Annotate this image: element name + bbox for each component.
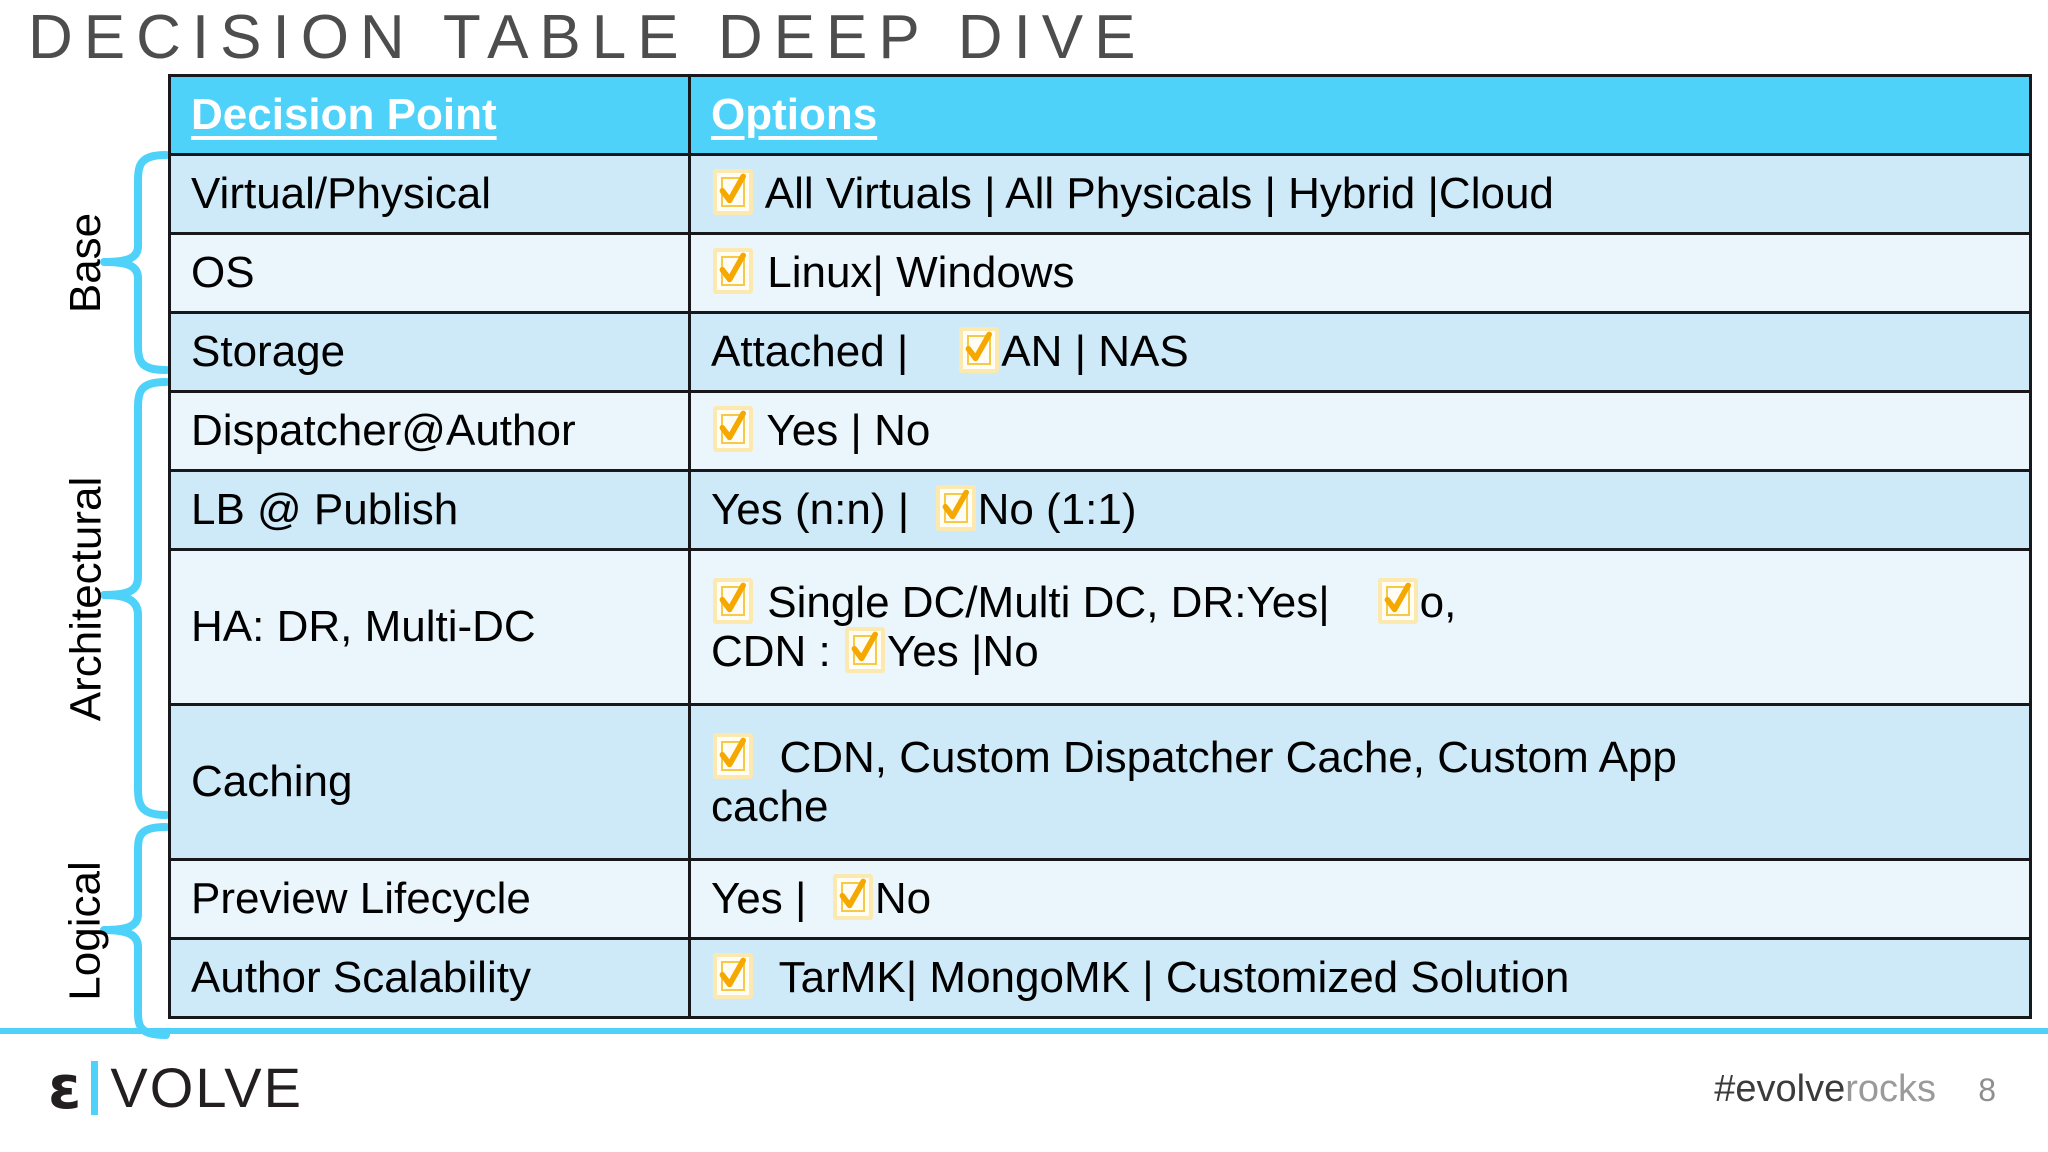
cell-decision-point: Dispatcher@Author <box>168 390 691 472</box>
options-text-prefix: Attached | <box>711 327 958 377</box>
hashtag-secondary: rocks <box>1845 1068 1936 1110</box>
logo-divider-bar <box>91 1061 99 1115</box>
cell-options: TarMK| MongoMK | Customized Solution <box>688 937 2032 1019</box>
checkbox-checked-icon[interactable] <box>713 577 753 624</box>
table-row: Preview Lifecycle Yes | No <box>168 858 2032 940</box>
options-text: AN | NAS <box>1001 327 1189 377</box>
options-text: Yes | No <box>755 406 931 456</box>
options-text-prefix: Yes (n:n) | <box>711 485 934 535</box>
cell-decision-point: OS <box>168 232 691 314</box>
options-line2-prefix: CDN : <box>711 627 843 676</box>
cell-options: Attached | AN | NAS <box>688 311 2032 393</box>
options-line2-text: cache <box>711 782 829 831</box>
column-header-decision-point-label: Decision Point <box>191 90 497 140</box>
cell-options: Linux| Windows <box>688 232 2032 314</box>
checkbox-checked-icon[interactable] <box>845 627 885 673</box>
options-text: No <box>874 874 932 924</box>
column-header-decision-point: Decision Point <box>168 74 691 156</box>
table-row: Author Scalability TarMK| MongoMK | Cust… <box>168 937 2032 1019</box>
decision-table-wrapper: Decision Point Options Virtual/Physical … <box>168 74 2032 1019</box>
options-text: TarMK| MongoMK | Customized Solution <box>755 953 1570 1003</box>
cell-decision-point: Storage <box>168 311 691 393</box>
options-line2-text: Yes |No <box>887 627 1039 676</box>
checkbox-checked-icon[interactable] <box>1377 577 1418 624</box>
options-text: Linux| Windows <box>755 248 1075 298</box>
options-text: All Virtuals | All Physicals | Hybrid |C… <box>755 169 1554 219</box>
logo-wordmark: VOLVE <box>110 1056 304 1119</box>
curly-brace-icon <box>98 150 170 375</box>
options-text-tail: o, <box>1419 577 1457 627</box>
options-text-prefix: Yes | <box>711 874 831 924</box>
cell-options: All Virtuals | All Physicals | Hybrid |C… <box>688 153 2032 235</box>
hashtag-primary: #evolve <box>1714 1068 1846 1110</box>
table-row: HA: DR, Multi-DC Single DC/Multi DC, DR:… <box>168 548 2032 706</box>
page-title: DECISION TABLE DEEP DIVE <box>28 3 1147 72</box>
cell-decision-point: Caching <box>168 703 691 861</box>
checkbox-checked-icon[interactable] <box>713 953 753 1000</box>
options-text: No (1:1) <box>977 485 1137 535</box>
evolve-logo: ɛ VOLVE <box>48 1058 303 1118</box>
table-row: OS Linux| Windows <box>168 232 2032 314</box>
checkbox-checked-icon[interactable] <box>713 248 753 295</box>
checkbox-checked-icon[interactable] <box>713 169 753 216</box>
cell-decision-point: Author Scalability <box>168 937 691 1019</box>
curly-brace-icon <box>98 822 170 1040</box>
cell-options: Yes (n:n) | No (1:1) <box>688 469 2032 551</box>
category-group-architectural: Architectural <box>0 377 172 820</box>
cell-options: Single DC/Multi DC, DR:Yes| o, CDN : Yes |… <box>688 548 2032 706</box>
options-text: Single DC/Multi DC, DR:Yes| <box>755 577 1330 627</box>
checkbox-checked-icon[interactable] <box>832 874 873 921</box>
logo-epsilon-icon: ɛ <box>48 1053 82 1123</box>
cell-options: Yes | No <box>688 858 2032 940</box>
checkbox-checked-icon[interactable] <box>713 406 753 453</box>
checkbox-checked-icon[interactable] <box>713 732 753 779</box>
table-header-row: Decision Point Options <box>168 74 2032 156</box>
checkbox-checked-icon[interactable] <box>959 327 1000 374</box>
cell-decision-point: LB @ Publish <box>168 469 691 551</box>
table-row: Dispatcher@Author Yes | No <box>168 390 2032 472</box>
slide-number: 8 <box>1978 1072 1996 1108</box>
table-row: Virtual/Physical All Virtuals | All Phys… <box>168 153 2032 235</box>
event-hashtag: #evolverocks <box>1714 1068 1936 1111</box>
cell-decision-point: HA: DR, Multi-DC <box>168 548 691 706</box>
table-row: Storage Attached | AN | NAS <box>168 311 2032 393</box>
table-row: LB @ Publish Yes (n:n) | No (1:1) <box>168 469 2032 551</box>
cell-decision-point: Preview Lifecycle <box>168 858 691 940</box>
decision-table: Decision Point Options Virtual/Physical … <box>168 74 2032 1019</box>
curly-brace-icon <box>98 377 170 820</box>
cell-decision-point: Virtual/Physical <box>168 153 691 235</box>
category-gutter: Base Architectural Logical <box>0 150 172 1040</box>
column-header-options: Options <box>688 74 2032 156</box>
options-text: CDN, Custom Dispatcher Cache, Custom App <box>755 732 1677 782</box>
category-group-base: Base <box>0 150 172 375</box>
column-header-options-label: Options <box>711 90 878 140</box>
category-group-logical: Logical <box>0 822 172 1040</box>
cell-options: Yes | No <box>688 390 2032 472</box>
cell-options: CDN, Custom Dispatcher Cache, Custom App… <box>688 703 2032 861</box>
table-row: Caching CDN, Custom Dispatcher Cache, Cu… <box>168 703 2032 861</box>
footer-divider <box>0 1028 2048 1034</box>
checkbox-checked-icon[interactable] <box>935 485 976 532</box>
